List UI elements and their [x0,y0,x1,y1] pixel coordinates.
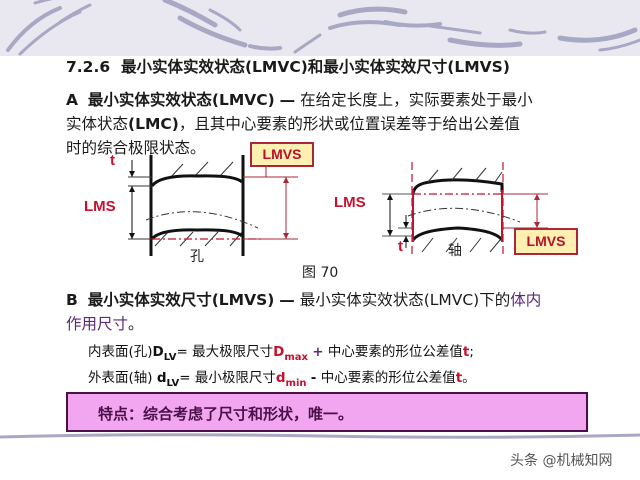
part-b-line2-end: 。 [128,315,144,333]
section-title: 7.2.6 最小实体实效状态(LMVC)和最小实体实效尺寸(LMVS) [66,55,510,77]
shaft-drawing-icon [382,162,548,256]
shaft-lmvs-label: LMVS [514,228,578,255]
part-b-term: 最小实体实效尺寸(LMVS) [87,291,275,309]
part-a-line-1: A 最小实体实效状态(LMVC) — 在给定长度上，实际要素处于最小 [66,88,533,110]
bottom-swoosh-icon [0,433,640,439]
formula-hole-prefix: 内表面(孔) [88,344,153,360]
part-a-line2-rest: ，且其中心要素的形状或位置误差等于给出公差值 [178,115,520,133]
formula-shaft-eq: = 最小极限尺寸 [179,370,276,386]
formula-shaft-symbol: d [156,370,167,386]
part-a-line1-rest: 在给定长度上，实际要素处于最小 [300,91,533,109]
hole-lmvs-label: LMVS [250,142,314,167]
formula-hole-eq: = 最大极限尺寸 [176,344,274,360]
hole-label: 孔 [190,249,204,265]
formula-hole: 内表面(孔)DLV= 最大极限尺寸Dmax + 中心要素的形位公差值t; [88,340,474,363]
formula-shaft-limit-sub: min [285,378,307,389]
formula-hole-limit: D [273,344,285,360]
part-a-term: 最小实体实效状态(LMVC) [87,91,275,109]
formula-shaft-t: t [455,370,463,386]
formula-shaft-op: - [310,370,317,386]
hole-drawing-icon [128,150,298,256]
formula-hole-t: t [462,344,470,360]
formula-shaft: 外表面(轴) dLV= 最小极限尺寸dmin - 中心要素的形位公差值t。 [88,366,476,389]
part-b-line-2: 作用尺寸。 [66,312,144,334]
hole-diagram: t LMS 孔 [80,150,320,265]
feature-callout: 特点：综合考虑了尺寸和形状，唯一。 [66,392,588,432]
part-a-lmc: (LMC) [128,115,179,133]
formula-hole-limit-sub: max [284,352,308,363]
part-a-line2-pre: 实体状态 [66,115,129,133]
formula-hole-op: + [312,344,324,360]
shaft-label: 轴 [448,243,462,259]
formula-shaft-rest: 中心要素的形位公差值 [320,370,456,386]
part-a-line-3: 时的综合极限状态。 [66,139,206,157]
feature-text: 特点：综合考虑了尺寸和形状，唯一。 [98,405,354,423]
shaft-t-label: t [398,238,403,255]
part-a-line-2: 实体状态(LMC)，且其中心要素的形状或位置误差等于给出公差值 [66,112,520,134]
part-b-line1-mid: 最小实体实效状态(LMVC)下的 [299,291,511,309]
part-a-dash: — [279,91,296,109]
watermark: 头条 @机械知网 [510,453,613,469]
formula-shaft-end: 。 [462,370,476,386]
formula-shaft-limit: d [275,370,286,386]
formula-shaft-prefix: 外表面(轴) [88,370,153,386]
part-b-highlight-1: 体内 [510,291,542,309]
decorative-banner [0,0,640,56]
section-number: 7.2.6 [66,58,111,76]
part-b-line-1: B 最小实体实效尺寸(LMVS) — 最小实体实效状态(LMVC)下的体内 [66,288,541,310]
swoosh-decoration-icon [6,0,640,56]
section-title-text: 最小实体实效状态(LMVC)和最小实体实效尺寸(LMVS) [120,58,510,76]
hole-lms-label: LMS [84,198,116,215]
formula-hole-symbol: D [152,344,164,360]
formula-hole-sub: LV [163,352,177,363]
part-b-dash: — [279,291,295,309]
shaft-lms-label: LMS [334,194,366,211]
part-b-marker: B [66,291,78,309]
part-b-highlight-2: 作用尺寸 [66,315,129,333]
shaft-diagram: LMS t 轴 [330,160,590,260]
formula-shaft-sub: LV [166,378,180,389]
part-a-marker: A [66,91,78,109]
formula-hole-rest: 中心要素的形位公差值 [327,344,463,360]
hole-t-label: t [110,152,115,169]
formula-hole-end: ; [469,344,474,360]
figure-caption: 图 70 [302,265,339,281]
